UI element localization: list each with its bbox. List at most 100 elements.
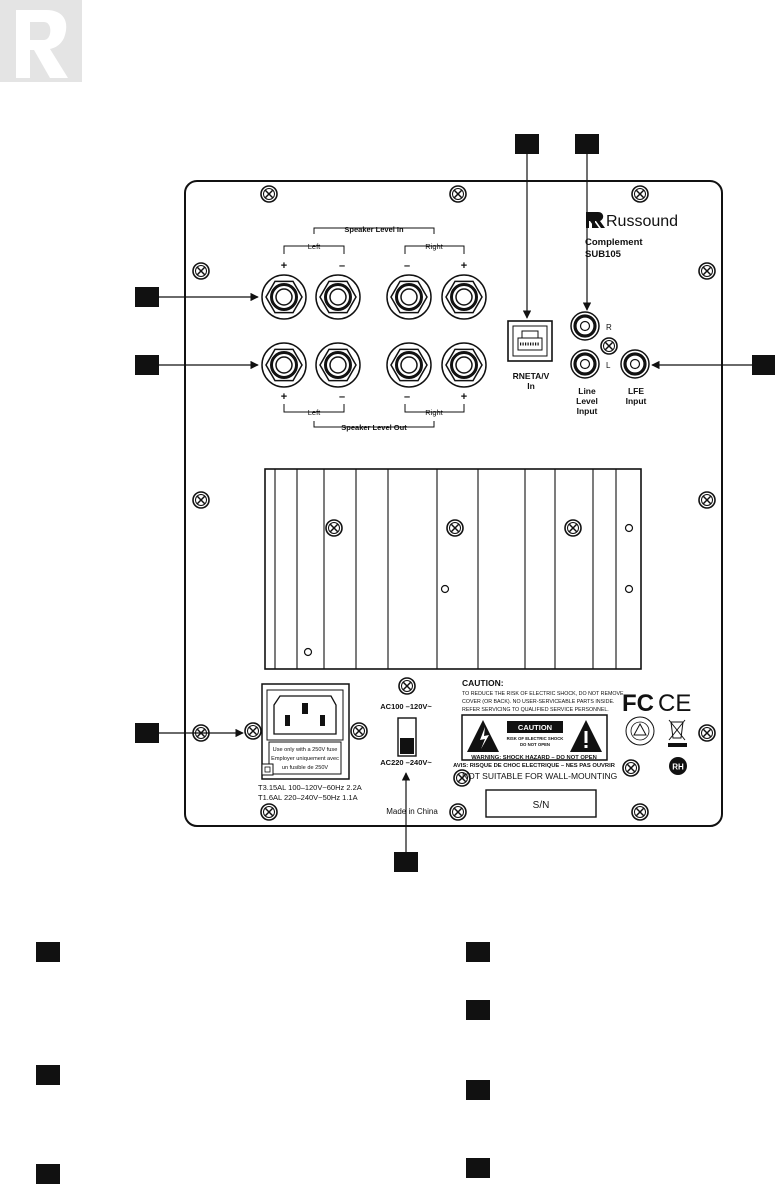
screw-icon bbox=[192, 491, 210, 509]
rneta-label-line2: In bbox=[527, 381, 535, 391]
screw-icon bbox=[260, 803, 278, 821]
speaker-in-polarity: – bbox=[404, 260, 410, 272]
screw-icon bbox=[698, 724, 716, 742]
callout-marker bbox=[135, 355, 159, 375]
russound-brand-logo-icon bbox=[586, 212, 605, 228]
speaker-out-polarity: + bbox=[461, 391, 467, 403]
speaker-out-polarity: + bbox=[281, 391, 287, 403]
callout-marker bbox=[575, 134, 599, 154]
screw-icon bbox=[698, 262, 716, 280]
shock-warning-text: WARNING: SHOCK HAZARD – DO NOT OPEN bbox=[471, 755, 597, 761]
rneta-port[interactable] bbox=[507, 320, 553, 362]
legend-marker bbox=[466, 942, 490, 962]
speaker-out-right-positive-post[interactable] bbox=[440, 341, 488, 389]
model-line-2: SUB105 bbox=[585, 249, 622, 260]
speaker-level-out-title: Speaker Level Out bbox=[341, 423, 407, 432]
callout-markers bbox=[135, 134, 775, 872]
fcc-logo-icon: FC bbox=[622, 690, 654, 717]
speaker-out-left-positive-post[interactable] bbox=[260, 341, 308, 389]
screw-icon bbox=[600, 337, 618, 355]
screw-icon bbox=[260, 185, 278, 203]
power-rating-line1: T3.15AL 100–120V~60Hz 2.2A bbox=[258, 783, 362, 792]
speaker-out-left-negative-post[interactable] bbox=[314, 341, 362, 389]
square-symbol-icon bbox=[261, 763, 274, 776]
caution-text-line2: COVER (OR BACK). NO USER-SERVICEABLE PAR… bbox=[462, 699, 614, 705]
line-input-r-label: R bbox=[606, 323, 612, 332]
fuse-text-line2: Employer uniquement avec bbox=[271, 756, 339, 762]
screw-icon bbox=[622, 759, 640, 777]
speaker-in-polarity: + bbox=[281, 260, 287, 272]
callout-marker bbox=[135, 723, 159, 743]
voltage-lower-label: AC220 –240V~ bbox=[380, 758, 432, 767]
fuse-text-line1: Use only with a 250V fuse bbox=[273, 747, 338, 753]
voltage-upper-label: AC100 –120V~ bbox=[380, 702, 432, 711]
legend-marker bbox=[466, 1158, 490, 1178]
safety-certification-seal-icon bbox=[625, 716, 655, 746]
line-input-left-rca-jack[interactable] bbox=[569, 348, 601, 380]
speaker-out-right-label: Right bbox=[425, 408, 443, 417]
brand-block: Russound Complement SUB105 bbox=[585, 212, 678, 260]
rohs-badge-icon: RH bbox=[669, 757, 687, 775]
speaker-in-left-negative-post[interactable] bbox=[314, 273, 362, 321]
made-in-label: Made in China bbox=[386, 807, 438, 816]
model-line-1: Complement bbox=[585, 237, 643, 248]
speaker-in-left-label: Left bbox=[308, 242, 321, 251]
speaker-level-in-title: Speaker Level In bbox=[344, 225, 404, 234]
speaker-in-right-label: Right bbox=[425, 242, 443, 251]
power-inlet-module: Use only with a 250V fuse Employer uniqu… bbox=[261, 683, 350, 780]
callout-marker bbox=[394, 852, 418, 872]
screw-icon bbox=[698, 491, 716, 509]
legend-marker bbox=[36, 942, 60, 962]
speaker-level-out-group: + – – + Left Right Speaker Level Out bbox=[281, 391, 467, 432]
speaker-out-right-negative-post[interactable] bbox=[385, 341, 433, 389]
caution-box-sub1: RISK OF ELECTRIC SHOCK bbox=[507, 736, 565, 741]
line-level-label-line3: Input bbox=[577, 406, 598, 416]
wall-mount-notice: NOT SUITABLE FOR WALL-MOUNTING bbox=[462, 771, 617, 781]
screw-icon bbox=[325, 519, 343, 537]
speaker-out-left-label: Left bbox=[308, 408, 321, 417]
fuse-text-line3: un fusible de 250V bbox=[282, 765, 329, 771]
speaker-level-in-group: Speaker Level In Left Right + – – + bbox=[281, 225, 467, 272]
power-rating-line2: T1.6AL 220–240V~50Hz 1.1A bbox=[258, 793, 358, 802]
screw-icon bbox=[631, 803, 649, 821]
ce-logo-icon: CE bbox=[658, 690, 691, 717]
serial-number-box bbox=[485, 789, 597, 818]
caution-label-box: CAUTION RISK OF ELECTRIC SHOCK DO NOT OP… bbox=[461, 714, 608, 761]
screw-icon bbox=[244, 722, 262, 740]
screw-icon bbox=[564, 519, 582, 537]
serial-number-label: S/N bbox=[533, 800, 550, 811]
speaker-in-left-positive-post[interactable] bbox=[260, 273, 308, 321]
screw-icon bbox=[398, 677, 416, 695]
speaker-in-right-positive-post[interactable] bbox=[440, 273, 488, 321]
legend-marker bbox=[466, 1000, 490, 1020]
lfe-label-line1: LFE bbox=[628, 386, 644, 396]
speaker-in-polarity: + bbox=[461, 260, 467, 272]
line-level-label-line1: Line bbox=[578, 386, 596, 396]
weee-bin-icon bbox=[668, 719, 687, 747]
screw-icon bbox=[631, 185, 649, 203]
legend-marker bbox=[36, 1164, 60, 1184]
legend-markers bbox=[36, 942, 490, 1184]
amplifier-heatsink bbox=[264, 468, 642, 670]
caution-box-label: CAUTION bbox=[518, 723, 552, 732]
rohs-badge-text: RH bbox=[672, 763, 684, 772]
voltage-selector-switch[interactable] bbox=[397, 717, 417, 757]
line-input-right-rca-jack[interactable] bbox=[569, 310, 601, 342]
callout-marker bbox=[752, 355, 775, 375]
lfe-input-rca-jack[interactable] bbox=[619, 348, 651, 380]
callout-marker bbox=[515, 134, 539, 154]
screw-icon bbox=[350, 722, 368, 740]
callout-marker bbox=[135, 287, 159, 307]
russound-corner-logo-icon bbox=[0, 0, 82, 82]
speaker-in-right-negative-post[interactable] bbox=[385, 273, 433, 321]
legend-marker bbox=[36, 1065, 60, 1085]
lightning-warning-icon bbox=[467, 720, 499, 752]
screw-icon bbox=[449, 185, 467, 203]
lfe-label-line2: Input bbox=[626, 396, 647, 406]
legend-marker bbox=[466, 1080, 490, 1100]
screw-icon bbox=[449, 803, 467, 821]
brand-name: Russound bbox=[606, 213, 678, 230]
caution-text-line1: TO REDUCE THE RISK OF ELECTRIC SHOCK, DO… bbox=[462, 691, 624, 697]
avis-warning-text: AVIS: RISQUE DE CHOC ELECTRIQUE – NES PA… bbox=[453, 763, 616, 769]
